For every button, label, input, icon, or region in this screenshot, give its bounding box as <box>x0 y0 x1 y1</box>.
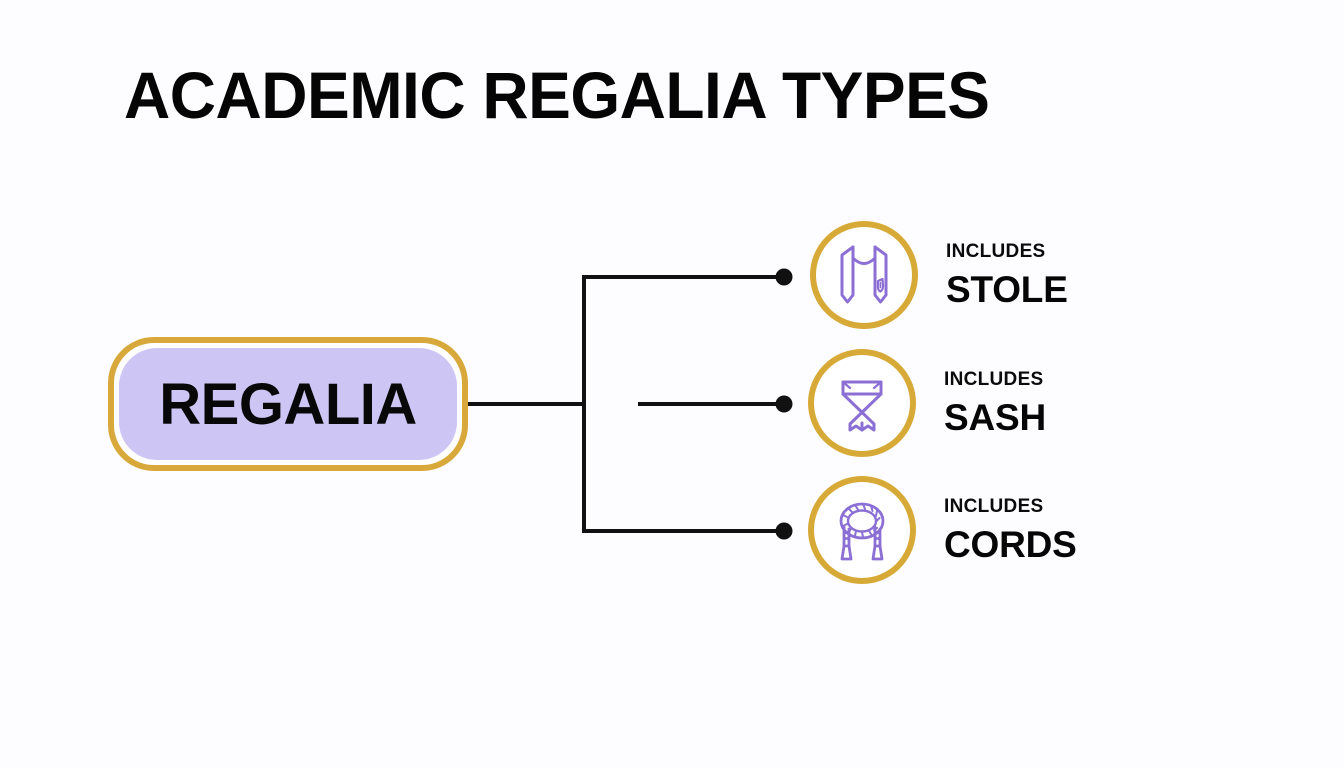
branch-label-sash: SASH <box>944 397 1046 438</box>
connector-dot-3 <box>775 522 793 540</box>
stole-icon <box>840 245 888 304</box>
branch-label-cords: CORDS <box>944 524 1077 565</box>
branch-item-cords[interactable]: INCLUDES CORDS <box>808 476 1077 584</box>
connector-dot-1 <box>775 268 793 286</box>
root-node-regalia[interactable]: REGALIA <box>108 337 468 471</box>
branch-label-stole: STOLE <box>946 269 1068 310</box>
branch-text-cords: INCLUDES CORDS <box>944 497 1077 563</box>
branch-prefix-sash: INCLUDES <box>944 369 1044 390</box>
branch-prefix-cords: INCLUDES <box>944 496 1044 517</box>
branch-text-stole: INCLUDES STOLE <box>946 242 1068 308</box>
stole-icon-ring <box>810 221 918 329</box>
branch-prefix-stole: INCLUDES <box>946 241 1046 262</box>
branch-item-stole[interactable]: INCLUDES STOLE <box>810 221 1068 329</box>
root-node-inner: REGALIA <box>119 348 457 460</box>
cords-icon <box>839 502 885 561</box>
connector-dot-2 <box>775 395 793 413</box>
sash-icon-ring <box>808 349 916 457</box>
page-title: ACADEMIC REGALIA TYPES <box>124 58 990 132</box>
branch-text-sash: INCLUDES SASH <box>944 370 1046 436</box>
branch-item-sash[interactable]: INCLUDES SASH <box>808 349 1046 457</box>
sash-icon <box>841 380 883 432</box>
cords-icon-ring <box>808 476 916 584</box>
root-node-label: REGALIA <box>159 371 417 437</box>
